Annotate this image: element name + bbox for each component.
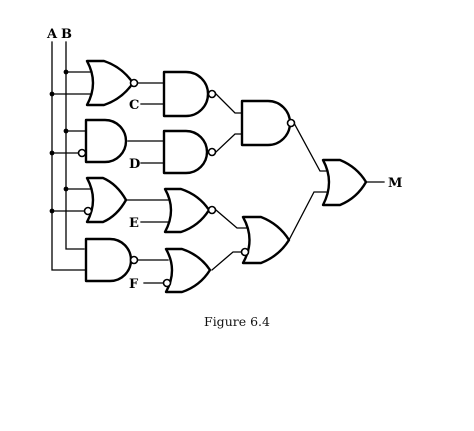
label-input-d: D (129, 157, 140, 172)
wire-g9-out (293, 122, 327, 172)
junction-dot (49, 150, 55, 156)
gate1-nor (85, 59, 135, 107)
wire-g6-g9 (215, 133, 243, 153)
junction-dots (49, 69, 69, 214)
junction-dot (49, 208, 55, 214)
gate3-input-bubble (83, 206, 93, 216)
gate10-input-bubble (240, 247, 250, 257)
gate6-output-bubble (207, 147, 217, 157)
gate11-or-output (321, 158, 368, 207)
bus-a (51, 41, 88, 271)
gate7-output-bubble (207, 205, 217, 215)
label-input-c: C (129, 98, 139, 113)
gate1-output-bubble (129, 78, 139, 88)
wire-g7-g10 (215, 209, 249, 229)
label-input-b: B (61, 27, 72, 42)
gate4-nand (84, 237, 133, 283)
label-input-a: A (46, 27, 58, 42)
label-input-f: F (129, 277, 139, 292)
wire-g5-g9 (215, 93, 243, 114)
junction-dot (63, 186, 69, 192)
bus-b (65, 41, 85, 250)
gate3-or (85, 176, 128, 224)
figure-caption: Figure 6.4 (204, 314, 270, 329)
gate2-input-bubble (77, 148, 87, 158)
gate4-output-bubble (129, 255, 139, 265)
gate6-nand (162, 129, 209, 175)
circuit-wires (51, 41, 385, 284)
gate5-nand (162, 70, 210, 118)
gate9-output-bubble (286, 118, 296, 128)
junction-dot (63, 128, 69, 134)
wire-g8-g10 (211, 251, 242, 271)
label-input-e: E (129, 216, 139, 231)
junction-dot (49, 91, 55, 97)
junction-dot (63, 69, 69, 75)
gate2-and (84, 118, 128, 164)
wire-g10-out (288, 191, 327, 241)
gate9-nand (240, 99, 292, 147)
gate8-or (164, 247, 212, 294)
gate5-output-bubble (207, 89, 217, 99)
gate8-input-bubble (162, 278, 172, 288)
gate10-or (241, 215, 291, 265)
gate7-nor (163, 187, 211, 234)
label-output-m: M (388, 176, 402, 191)
